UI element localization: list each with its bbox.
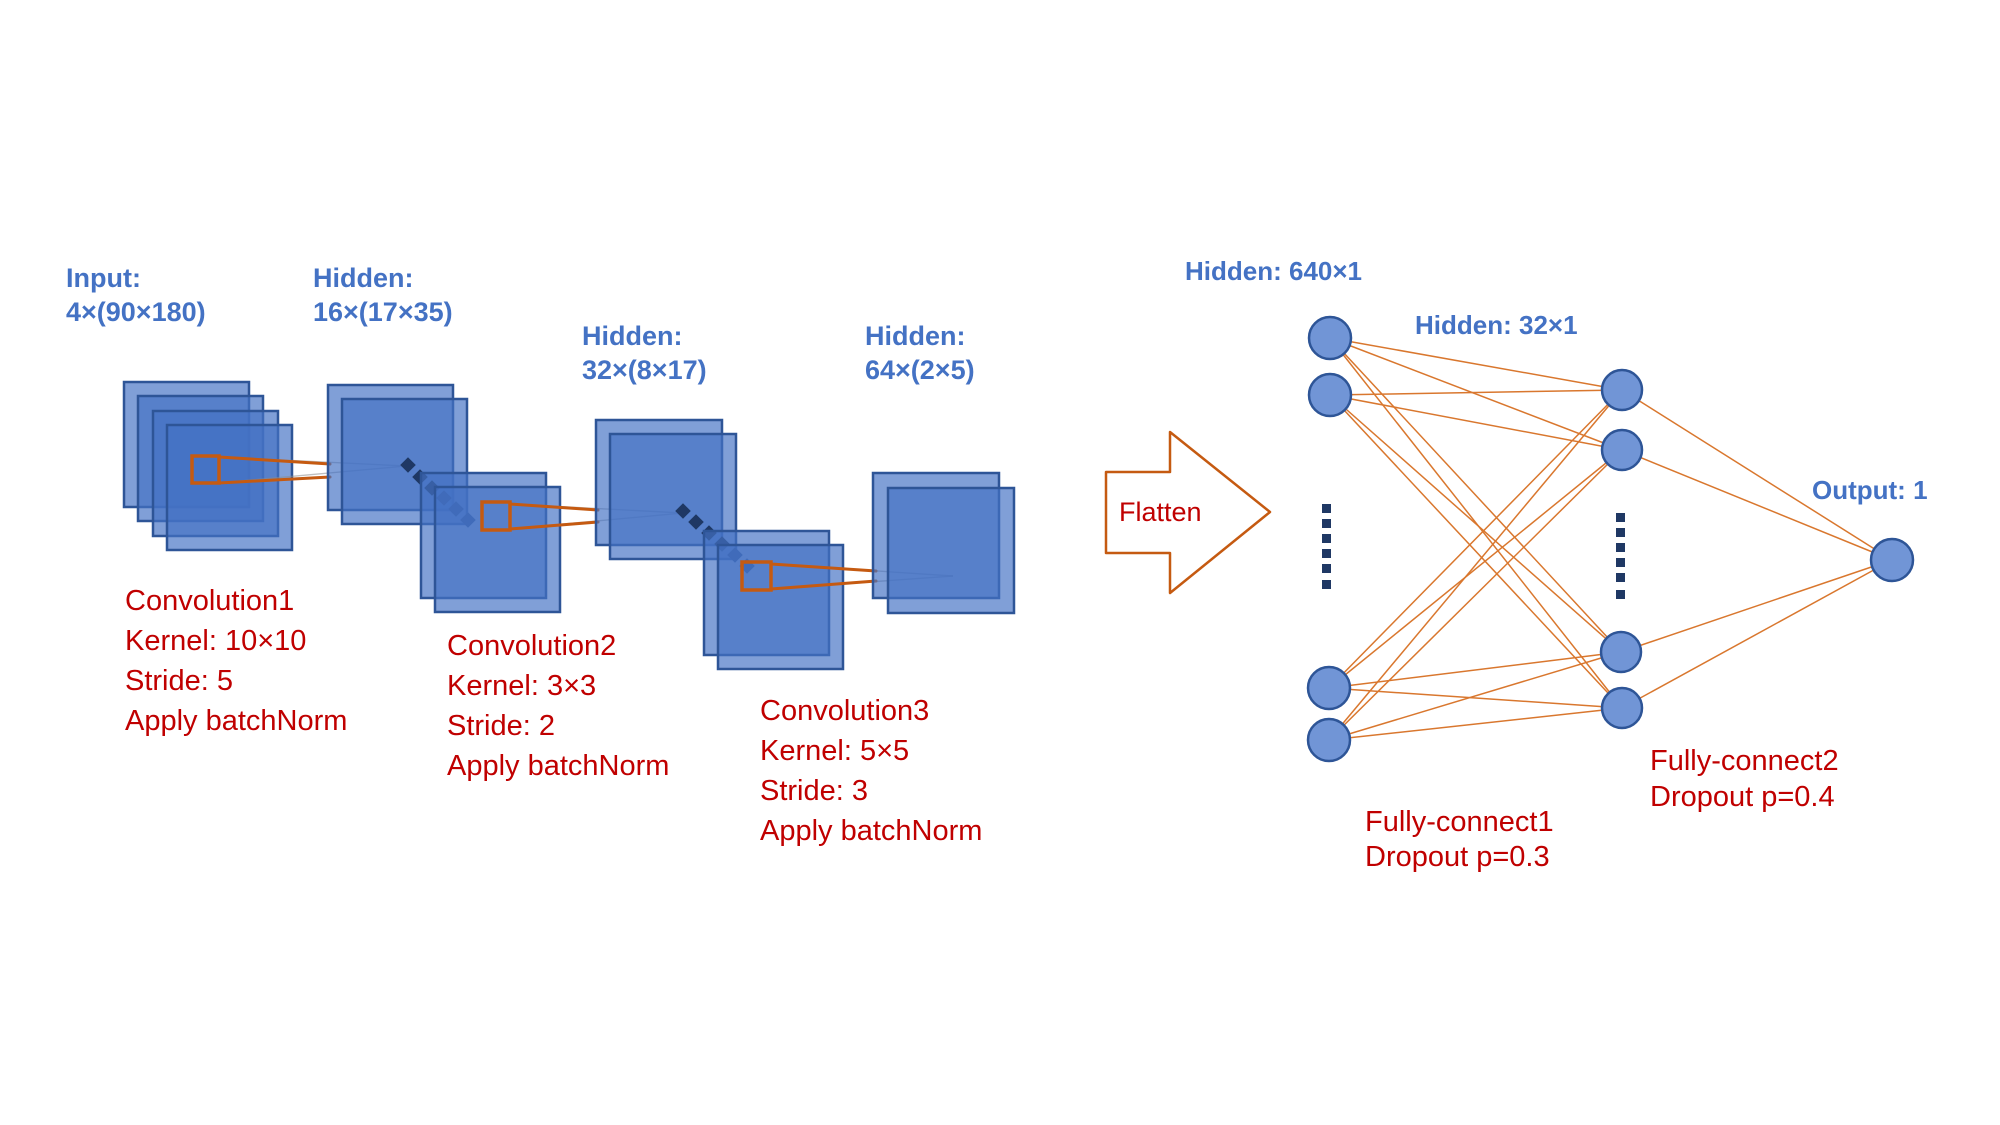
fc1-label-line2: Dropout p=0.3 (1365, 841, 1550, 873)
ellipsis-dot (1616, 513, 1625, 522)
conv3-label-line: Kernel: 5×5 (760, 735, 909, 767)
neuron-node (1600, 428, 1644, 472)
flatten-label: Flatten (1119, 497, 1202, 527)
ellipsis-dot (1322, 534, 1331, 543)
hidden2-layer-label-dims: 32×(8×17) (582, 355, 707, 385)
conv2-label-line: Convolution2 (447, 630, 616, 662)
hidden1-bottom-stack (419, 471, 562, 614)
conv2-label-line: Stride: 2 (447, 710, 555, 742)
kernel-beam-line (217, 455, 332, 466)
kernel-beam-line (508, 502, 600, 512)
ellipsis-dot (1322, 564, 1331, 573)
conv1-label-line: Kernel: 10×10 (125, 625, 306, 657)
input-feature-map-stack (122, 380, 294, 552)
conv2-label-line: Kernel: 3×3 (447, 670, 596, 702)
output-label: Output: 1 (1812, 475, 1928, 505)
neuron-node (1600, 368, 1644, 412)
fc-edge (1328, 651, 1622, 689)
neuron-node (1306, 665, 1352, 711)
output-node (1869, 537, 1915, 583)
neuron-node (1306, 717, 1352, 763)
ellipsis-dot (1322, 549, 1331, 558)
fc2-edges (1620, 389, 1893, 709)
ellipsis-dot (1616, 543, 1625, 552)
feature-map (165, 423, 294, 552)
fc2-label-line2: Dropout p=0.4 (1650, 781, 1835, 813)
neuron-node (1599, 630, 1643, 674)
fc2-label-line1: Fully-connect2 (1650, 745, 1839, 777)
hidden1-layer-label-title: Hidden: (313, 263, 414, 293)
fc-edge (1328, 389, 1623, 689)
hidden1-layer-label-dims: 16×(17×35) (313, 297, 453, 327)
conv1-label-line: Apply batchNorm (125, 705, 347, 737)
conv3-label-line: Convolution3 (760, 695, 929, 727)
hidden3-layer-label-dims: 64×(2×5) (865, 355, 975, 385)
kernel-beam-line (769, 562, 878, 573)
ellipsis-dot (1616, 558, 1625, 567)
fc-hidden2-ellipsis-dots (1616, 513, 1625, 599)
hidden3-stack (871, 471, 1016, 615)
kernel-beam-line (508, 520, 600, 531)
conv1-label: Convolution1 Kernel: 10×10 Stride: 5 App… (125, 585, 347, 737)
fc-hidden1-ellipsis-dots (1322, 504, 1331, 589)
ellipsis-dot (1616, 590, 1625, 599)
fc2-label: Fully-connect2 Dropout p=0.4 (1650, 745, 1839, 813)
fc-edge (1620, 559, 1893, 653)
conv1-label-line: Convolution1 (125, 585, 294, 617)
input-layer-label-title: Input: (66, 263, 141, 293)
flatten-arrow (1104, 430, 1272, 595)
fc-edge (1329, 337, 1623, 391)
feature-map (886, 486, 1016, 615)
conv3-label: Convolution3 Kernel: 5×5 Stride: 3 Apply… (760, 695, 982, 847)
kernel-beam-line (217, 475, 332, 485)
ellipsis-dot (1616, 528, 1625, 537)
fc-edge (1329, 337, 1622, 653)
fc-edge (1328, 707, 1623, 741)
fc-edge (1328, 687, 1623, 709)
channel-dot (688, 514, 704, 530)
fc-edge (1621, 389, 1893, 561)
fc-edge (1329, 394, 1622, 653)
fc-edge (1329, 389, 1623, 396)
conv1-label-line: Stride: 5 (125, 665, 233, 697)
kernel-beam-line (769, 579, 878, 591)
fc-edge (1328, 449, 1623, 689)
fc-edge (1621, 449, 1893, 561)
fc1-edges (1328, 337, 1623, 741)
fc-edge (1328, 449, 1623, 741)
ellipsis-dot (1322, 519, 1331, 528)
fc1-label-line1: Fully-connect1 (1365, 806, 1554, 838)
neuron-node (1307, 315, 1353, 361)
conv3-label-line: Stride: 3 (760, 775, 868, 807)
fc-edge (1329, 394, 1623, 709)
hidden2-layer-label-title: Hidden: (582, 321, 683, 351)
conv3-label-line: Apply batchNorm (760, 815, 982, 847)
input-layer-label-dims: 4×(90×180) (66, 297, 206, 327)
feature-map (433, 485, 562, 614)
neuron-node (1600, 686, 1644, 730)
fc-hidden1-label: Hidden: 640×1 (1185, 256, 1362, 286)
fc1-label: Fully-connect1 Dropout p=0.3 (1365, 806, 1554, 873)
hidden2-bottom-stack (702, 529, 845, 671)
fc-edge (1329, 337, 1623, 451)
conv2-label-line: Apply batchNorm (447, 750, 669, 782)
fc-hidden2-label: Hidden: 32×1 (1415, 310, 1578, 340)
ellipsis-dot (1616, 573, 1625, 582)
fc-edge (1328, 389, 1623, 741)
fc-edge (1329, 394, 1623, 451)
fc-edge (1328, 651, 1622, 741)
fc-edge (1621, 559, 1893, 709)
fc-hidden2-nodes (1599, 368, 1644, 730)
fc-hidden1-nodes (1306, 315, 1353, 763)
ellipsis-dot (1322, 504, 1331, 513)
neuron-node (1307, 372, 1353, 418)
conv2-label: Convolution2 Kernel: 3×3 Stride: 2 Apply… (447, 630, 669, 782)
hidden3-layer-label-title: Hidden: (865, 321, 966, 351)
conv2-kernel-box (480, 500, 512, 532)
ellipsis-dot (1322, 580, 1331, 589)
conv3-kernel-box (740, 560, 773, 592)
conv1-kernel-box (190, 454, 221, 485)
